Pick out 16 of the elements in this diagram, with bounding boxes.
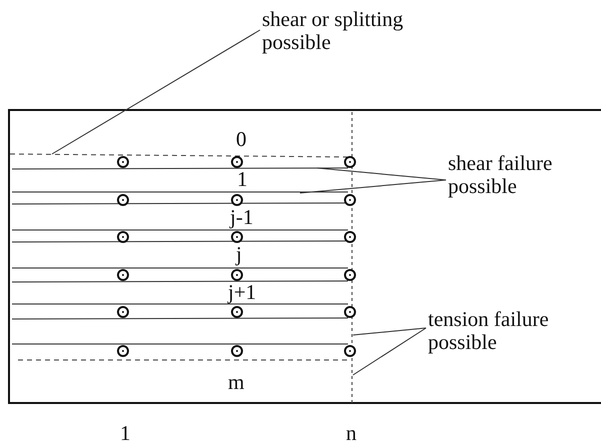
layer-label: j [236, 243, 242, 265]
layer-label: 0 [236, 128, 246, 150]
column-label: 1 [120, 422, 130, 444]
leader-line [352, 328, 426, 376]
layer-label: j-1 [230, 206, 254, 228]
layer-label: m [228, 371, 244, 393]
layer-label: j+1 [228, 281, 256, 303]
callout-text: shear failure possible [448, 152, 598, 198]
leader-line [52, 30, 260, 154]
leader-line [300, 180, 446, 194]
callout-text: tension failure possible [428, 308, 598, 354]
leader-line [352, 328, 426, 336]
callout-text: shear or splitting possible [262, 8, 432, 54]
layer-label: 1 [237, 168, 248, 190]
leader-line [316, 168, 446, 180]
column-label: n [346, 422, 356, 444]
